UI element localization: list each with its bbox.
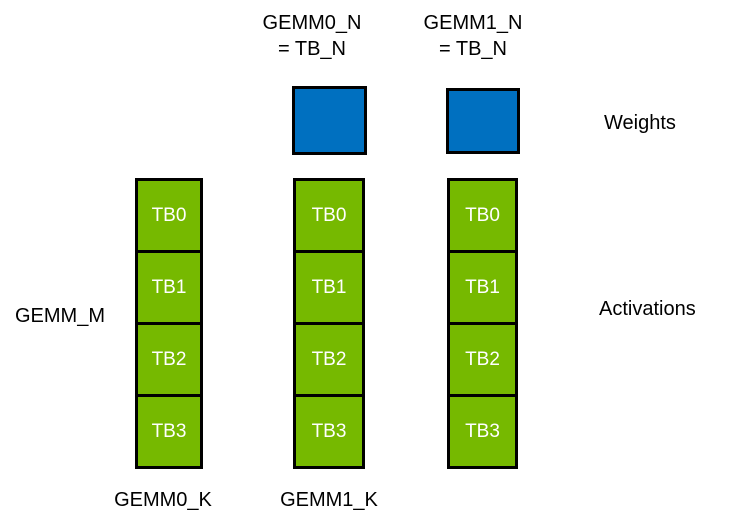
gemm1-n-label-line2: = TB_N (439, 38, 507, 60)
tb-cell: TB0 (447, 178, 518, 253)
activations-label: Activations (599, 298, 696, 320)
tb-cell: TB0 (135, 178, 203, 253)
activations-column-0: TB0 TB1 TB2 TB3 (135, 178, 203, 469)
gemm0-n-label-line1: GEMM0_N (262, 12, 362, 34)
tb-cell: TB3 (293, 394, 365, 469)
gemm0-n-label-line2: = TB_N (278, 38, 346, 60)
gemm-m-label: GEMM_M (15, 305, 105, 327)
weights-block-gemm1 (446, 88, 520, 154)
activations-column-1: TB0 TB1 TB2 TB3 (293, 178, 365, 469)
gemm0-k-label: GEMM0_K (114, 489, 212, 511)
weights-block-gemm0 (292, 86, 367, 155)
gemm1-n-label-line1: GEMM1_N (423, 12, 523, 34)
tb-cell: TB1 (135, 250, 203, 325)
tb-cell: TB3 (447, 394, 518, 469)
gemm0-n-label: GEMM0_N = TB_N (242, 10, 382, 62)
tb-cell: TB0 (293, 178, 365, 253)
tb-cell: TB3 (135, 394, 203, 469)
tb-cell: TB1 (293, 250, 365, 325)
tb-cell: TB1 (447, 250, 518, 325)
tb-cell: TB2 (135, 322, 203, 397)
gemm1-k-label: GEMM1_K (280, 489, 378, 511)
tb-cell: TB2 (447, 322, 518, 397)
tb-cell: TB2 (293, 322, 365, 397)
activations-column-2: TB0 TB1 TB2 TB3 (447, 178, 518, 469)
weights-label: Weights (604, 112, 676, 134)
gemm1-n-label: GEMM1_N = TB_N (403, 10, 543, 62)
